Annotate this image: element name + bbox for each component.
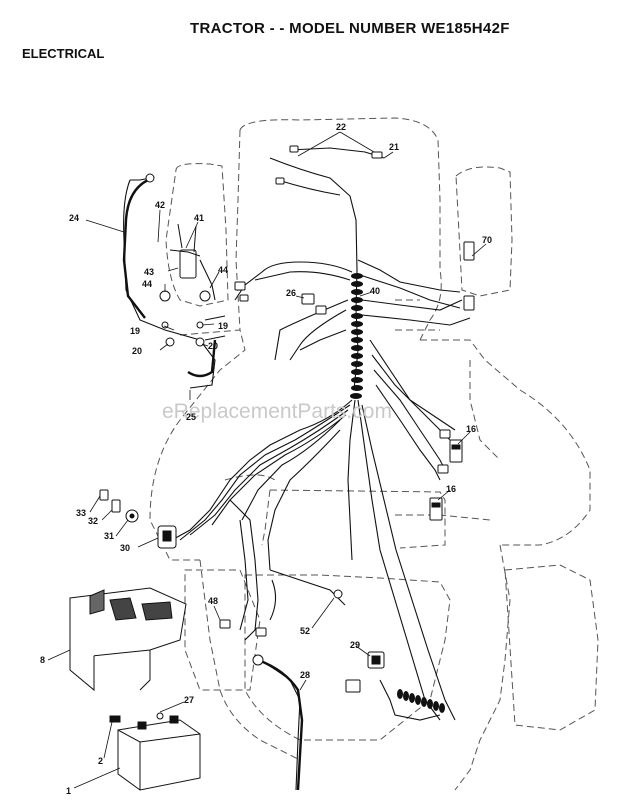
callout-29: 29	[350, 640, 360, 650]
callout-40: 40	[370, 286, 380, 296]
callout-19a: 19	[130, 326, 140, 336]
callout-44b: 44	[218, 265, 228, 275]
callout-31: 31	[104, 531, 114, 541]
callout-labels: 22 21 70 24 42 41 43 44 44 40 26 19 19 2…	[40, 122, 492, 796]
plug-29b	[345, 679, 361, 693]
callout-42: 42	[155, 200, 165, 210]
callout-16a: 16	[466, 424, 476, 434]
callout-48: 48	[208, 596, 218, 606]
callout-19b: 19	[218, 321, 228, 331]
callout-70: 70	[482, 235, 492, 245]
connector-16-upper	[449, 439, 463, 463]
connector-26	[301, 293, 315, 305]
terminal-44b	[199, 290, 211, 302]
callout-41: 41	[194, 213, 204, 223]
callout-16b: 16	[446, 484, 456, 494]
battery	[109, 712, 201, 791]
section-label: ELECTRICAL	[22, 46, 105, 61]
page-title: TRACTOR - - MODEL NUMBER WE185H42F	[190, 20, 510, 37]
battery-terminal-pos	[137, 721, 147, 730]
callout-52: 52	[300, 626, 310, 636]
switch-cap-33	[99, 489, 109, 501]
mounting-plate-8	[69, 587, 187, 692]
callout-43: 43	[144, 267, 154, 277]
callout-30: 30	[120, 543, 130, 553]
callout-21: 21	[389, 142, 399, 152]
tractor-outline	[149, 117, 599, 791]
terminal-44a	[159, 290, 171, 302]
connector-16-lower	[429, 497, 443, 521]
battery-bolt-2	[109, 715, 121, 723]
callout-24: 24	[69, 213, 79, 223]
coiled-harness	[350, 273, 445, 713]
callout-20b: 20	[208, 341, 218, 351]
callout-32: 32	[88, 516, 98, 526]
callout-33: 33	[76, 508, 86, 518]
battery-terminal-neg	[169, 715, 179, 724]
callout-2: 2	[98, 756, 103, 766]
battery-bolt-27	[156, 712, 164, 720]
callout-22: 22	[336, 122, 346, 132]
solenoid-41	[179, 249, 197, 279]
callout-8: 8	[40, 655, 45, 665]
callout-28: 28	[300, 670, 310, 680]
callout-27: 27	[184, 695, 194, 705]
callout-20a: 20	[132, 346, 142, 356]
wire-harness	[123, 147, 471, 791]
callout-44a: 44	[142, 279, 152, 289]
battery-cables	[122, 178, 304, 791]
callout-25: 25	[186, 412, 196, 422]
switch-key-32	[111, 499, 121, 513]
connector-70	[463, 241, 475, 261]
callout-1: 1	[66, 786, 71, 796]
callout-26: 26	[286, 288, 296, 298]
watermark: eReplacementParts.com	[162, 400, 392, 423]
leader-lines	[47, 131, 487, 789]
